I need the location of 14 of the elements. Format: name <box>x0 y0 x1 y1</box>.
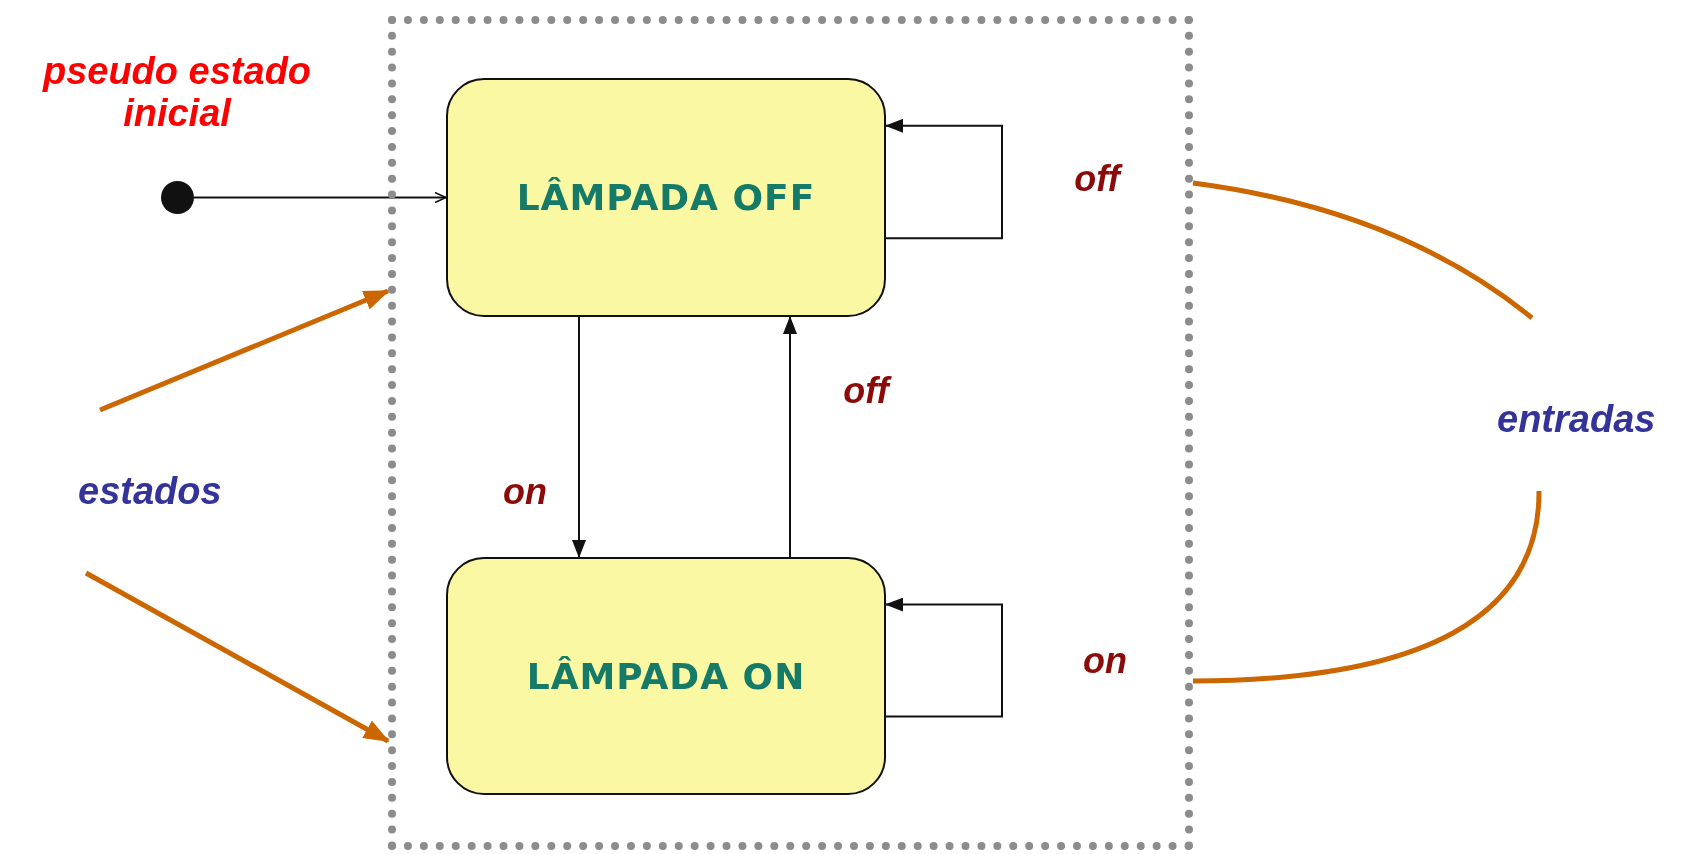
initial-state-dot <box>161 181 194 214</box>
annotation-text: pseudo estado inicial <box>41 51 313 135</box>
arrow <box>99 288 390 413</box>
state-box: LÂMPADA OFF <box>446 78 886 317</box>
state-box: LÂMPADA ON <box>446 557 886 795</box>
self-loop-arrow <box>885 597 1003 718</box>
arrow <box>783 316 797 558</box>
dotted-frame <box>388 16 1193 850</box>
arrow <box>193 191 447 204</box>
arrow <box>84 570 390 744</box>
self-loop-arrow <box>885 118 1003 240</box>
annotation-text: entradas <box>1497 398 1656 441</box>
arrow <box>572 316 586 558</box>
annotation-text: estados <box>78 470 222 513</box>
